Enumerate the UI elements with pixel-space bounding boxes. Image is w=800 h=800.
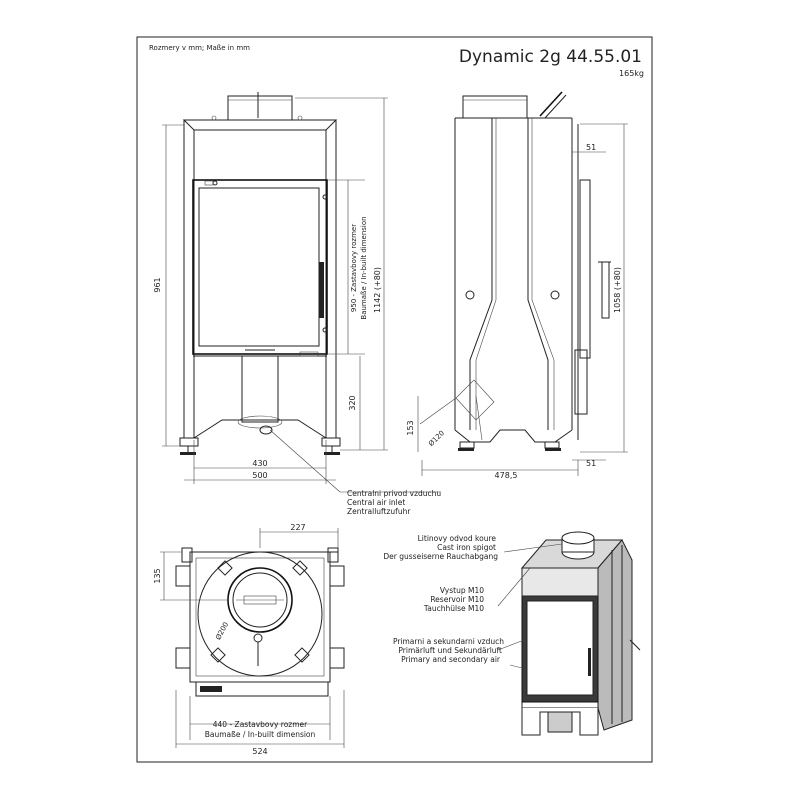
primary-air-label-3: Primary and secondary air	[401, 655, 501, 664]
dim-width-inner: 430	[252, 459, 267, 468]
front-view: 961 950 - Zastavbovy rozmer Baumaße / In…	[153, 92, 388, 484]
spigot-label-2: Cast iron spigot	[437, 543, 496, 552]
front-door-glass	[198, 187, 320, 347]
dim-side-bottom-offset: 51	[586, 459, 596, 468]
dim-total-height: 1142 (+80)	[373, 267, 382, 313]
dim-flue-diameter: Ø200	[214, 621, 230, 641]
central-air-label-2: Central air inlet	[347, 498, 405, 507]
weight-label: 165kg	[619, 69, 644, 78]
spigot-label-1: Litinovy odvod koure	[418, 534, 497, 543]
dim-width-outer: 500	[252, 471, 267, 480]
dim-builtin-height-2: Baumaße / In-built dimension	[360, 216, 368, 319]
units-note: Rozmery v mm; Maße in mm	[149, 44, 250, 52]
dim-top-offset-y: 135	[153, 568, 162, 583]
dim-inlet-diameter: Ø120	[427, 429, 446, 448]
central-air-label-1: Centralni privod vzduchu	[347, 489, 441, 498]
primary-air-label-2: Primärluft und Sekundärluft	[398, 646, 502, 655]
dim-builtin-height-1: 950 - Zastavbovy rozmer	[350, 224, 358, 312]
front-flue-collar	[227, 95, 293, 121]
top-body-circle	[197, 551, 323, 677]
dim-inlet-height: 153	[406, 420, 415, 435]
model-title: Dynamic 2g 44.55.01	[459, 47, 642, 67]
dim-top-builtin-2: Baumaße / In-built dimension	[205, 730, 316, 739]
central-air-label-3: Zentralluftzufuhr	[347, 507, 411, 516]
outlet-label-1: Vystup M10	[440, 586, 484, 595]
door-handle	[319, 262, 324, 318]
sheet-border	[136, 36, 653, 763]
dim-top-width: 524	[252, 747, 267, 756]
outlet-label-3: Tauchhülse M10	[423, 604, 484, 613]
primary-air-label-1: Primarni a sekundarni vzduch	[393, 637, 504, 646]
spigot-label-3: Der gusseiserne Rauchabgang	[383, 552, 498, 561]
isometric-view	[520, 531, 641, 736]
dim-front-height: 961	[153, 277, 162, 292]
side-view: 51 51 1058 (+80) 478,5 153 Ø120	[406, 91, 628, 480]
dim-side-height: 1058 (+80)	[613, 267, 622, 313]
iso-door-glass	[526, 600, 594, 696]
dim-top-builtin-1: 440 - Zastavbovy rozmer	[213, 720, 308, 729]
dim-base-height: 320	[348, 395, 357, 410]
top-view: Ø200 227 135 440 - Zastavbovy rozmer Bau…	[153, 523, 345, 756]
dim-side-top-offset: 51	[586, 143, 596, 152]
central-air-duct	[241, 355, 279, 423]
dim-top-offset-x: 227	[290, 523, 305, 532]
dim-side-depth: 478,5	[495, 471, 518, 480]
front-door	[192, 179, 328, 355]
outlet-label-2: Reservoir M10	[430, 595, 484, 604]
